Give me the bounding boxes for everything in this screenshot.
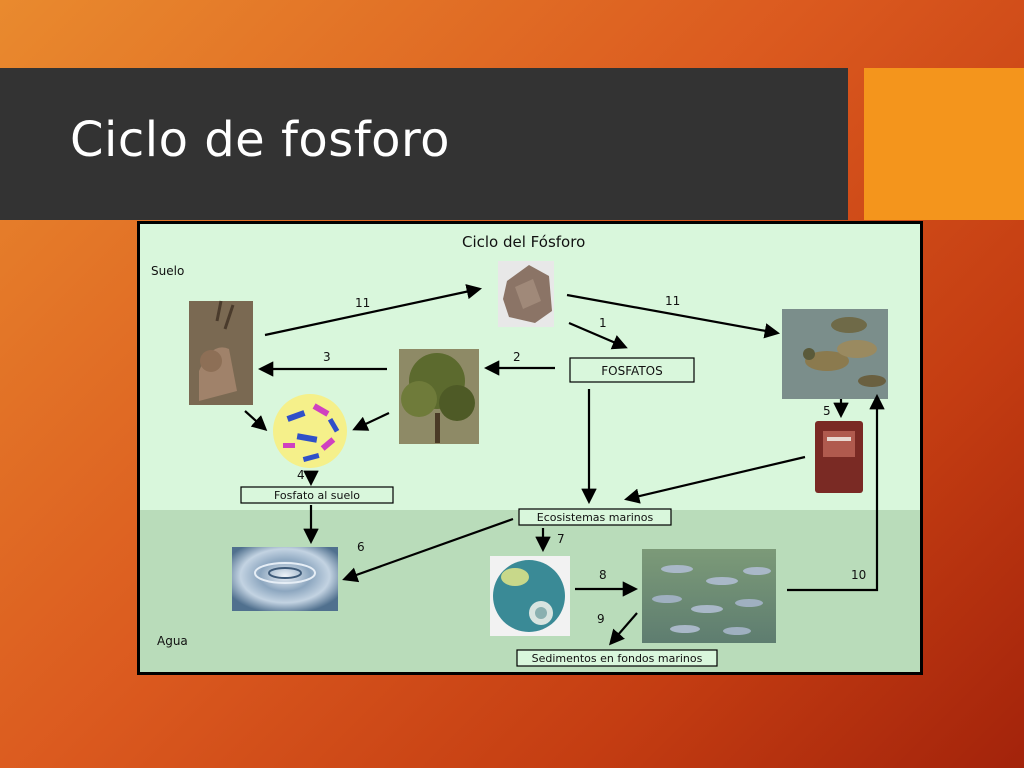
arrow-11-to-rock [264,284,483,337]
svg-text:Sedimentos en fondos marinos: Sedimentos en fondos marinos [532,652,703,665]
plankton-image [490,556,570,636]
step-5: 5 [823,404,831,418]
step-2: 2 [513,350,521,364]
arrow-guano-eco [624,455,806,504]
deer-image [189,300,253,405]
step-6: 6 [357,540,365,554]
step-11-right: 11 [665,294,680,308]
step-8: 8 [599,568,607,582]
water-ripple-image [232,547,338,611]
step-10: 10 [851,568,866,582]
arrow-10 [787,393,885,592]
step-7: 7 [557,532,565,546]
slide-title: Ciclo de fosforo [70,112,451,168]
fosfatos-box: FOSFATOS [569,357,695,383]
fish-school-image [642,549,776,643]
arrow-deer-bacteria [244,410,268,432]
step-9: 9 [597,612,605,626]
arrow-9 [608,612,638,646]
arrow-1 [568,321,628,350]
step-3: 3 [323,350,331,364]
sedimentos-box: Sedimentos en fondos marinos [516,649,718,667]
ducks-image [782,309,888,399]
phosphorus-cycle-diagram: Ciclo del Fósforo Suelo Agua [137,221,923,675]
diagram-title: Ciclo del Fósforo [462,233,585,251]
svg-text:Ecosistemas marinos: Ecosistemas marinos [537,511,654,524]
zone-label-suelo: Suelo [151,264,184,278]
step-4: 4 [297,468,305,482]
shrub-image [399,349,479,444]
step-11-left: 11 [355,296,370,310]
arrow-6 [342,517,514,583]
cycle-arrows [244,284,885,646]
bacteria-image [273,394,347,468]
step-1: 1 [599,316,607,330]
title-bar [0,68,848,220]
arrow-11-to-ducks [566,293,781,339]
ecosistemas-box: Ecosistemas marinos [518,508,672,526]
svg-text:Fosfato al suelo: Fosfato al suelo [274,489,360,502]
accent-block [864,68,1024,220]
zone-label-agua: Agua [157,634,188,648]
rock-image [498,261,554,327]
guano-bag-image [815,421,863,493]
svg-text:FOSFATOS: FOSFATOS [601,364,662,378]
fosfato-suelo-box: Fosfato al suelo [240,486,394,504]
arrow-shrub-bacteria [352,412,390,431]
